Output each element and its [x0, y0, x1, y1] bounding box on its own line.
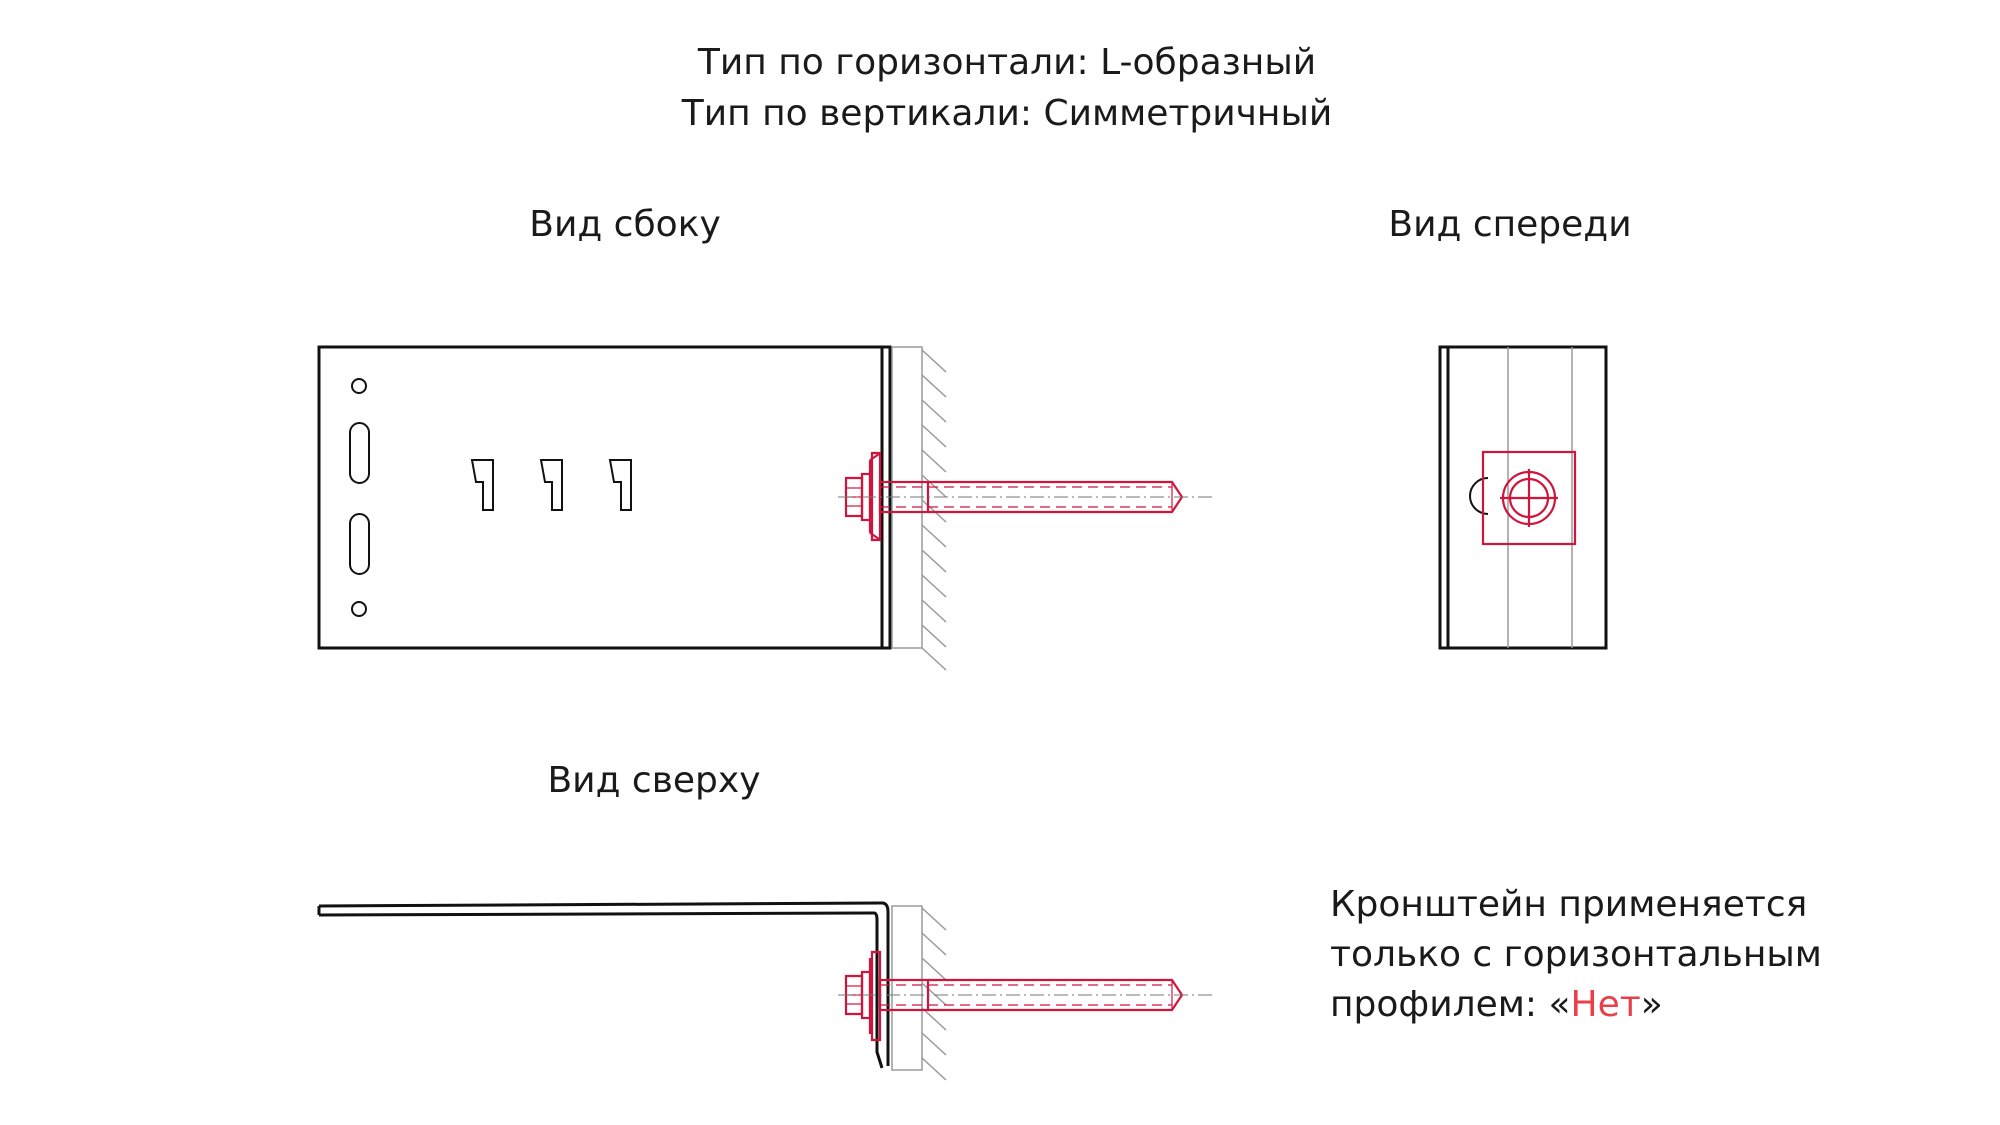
note-line-1: Кронштейн применяется: [1330, 884, 1807, 925]
horizontal-type-label: Тип по горизонтали: L-образный: [697, 42, 1316, 83]
front-slot: [1469, 477, 1489, 515]
front-view-title: Вид спереди: [1388, 204, 1631, 245]
note-profile-value: Нет: [1571, 984, 1641, 1025]
note-line-2: только с горизонтальным: [1330, 934, 1822, 975]
side-notch-1: [470, 459, 494, 511]
top-bracket-inner: [318, 911, 884, 1069]
top-wall-hatch: [921, 907, 947, 1081]
side-notch-2: [539, 459, 563, 511]
side-notch-3: [608, 459, 632, 511]
front-view: [1438, 345, 1608, 650]
top-view-title: Вид сверху: [547, 760, 760, 801]
side-bracket-plate: [317, 345, 892, 650]
note-line-3-suffix: »: [1641, 984, 1663, 1025]
side-hole-top: [351, 378, 367, 394]
side-view: [317, 345, 1215, 671]
front-bracket-plate: [1438, 345, 1608, 650]
top-wall: [891, 905, 923, 1071]
side-slot-lower: [349, 513, 370, 575]
vertical-type-label: Тип по вертикали: Симметричный: [681, 93, 1333, 134]
note-line-3-prefix: профилем: «: [1330, 984, 1571, 1025]
top-anchor-bolt: [844, 950, 1184, 1042]
side-wall-hatch: [921, 349, 947, 671]
front-washer: [1481, 450, 1577, 546]
side-view-title: Вид сбоку: [529, 204, 721, 245]
note-line-3: профилем: «Нет»: [1330, 984, 1663, 1025]
side-slot-upper: [349, 422, 370, 484]
top-view: [317, 901, 1215, 1081]
side-hole-bottom: [351, 601, 367, 617]
top-bracket-outer: [318, 901, 890, 1066]
